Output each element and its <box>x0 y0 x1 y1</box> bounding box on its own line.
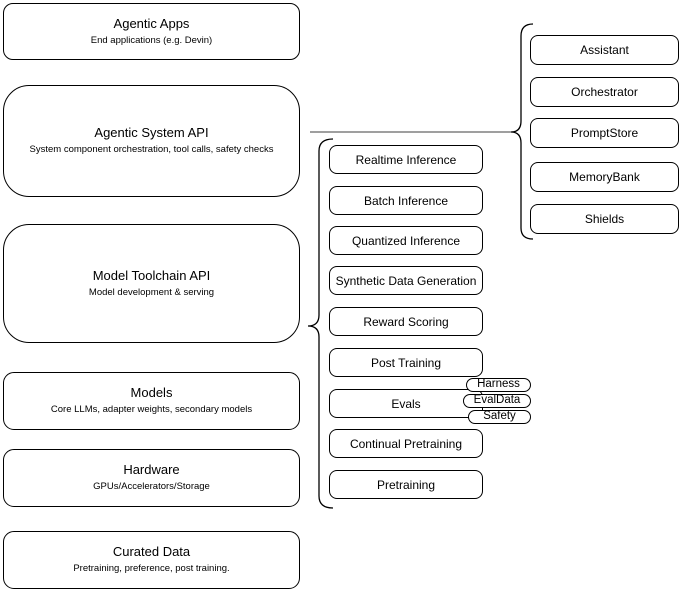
tag-label: Safety <box>483 410 516 423</box>
node-label: Orchestrator <box>571 85 638 99</box>
node-batch-inference: Batch Inference <box>329 186 483 215</box>
node-shields: Shields <box>530 204 679 234</box>
node-continual-pretraining: Continual Pretraining <box>329 429 483 458</box>
node-subtitle: GPUs/Accelerators/Storage <box>93 481 210 492</box>
node-hardware: Hardware GPUs/Accelerators/Storage <box>3 449 300 507</box>
eval-tag-evaldata: EvalData <box>463 394 531 408</box>
node-agentic-system-api: Agentic System API System component orch… <box>3 85 300 197</box>
node-assistant: Assistant <box>530 35 679 65</box>
node-promptstore: PromptStore <box>530 118 679 148</box>
node-title: Model Toolchain API <box>92 267 211 283</box>
node-label: Post Training <box>370 355 442 370</box>
node-label: Quantized Inference <box>351 233 461 248</box>
node-title: Models <box>130 385 173 401</box>
node-memorybank: MemoryBank <box>530 162 679 192</box>
node-label: PromptStore <box>570 126 639 140</box>
node-label: Pretraining <box>376 477 436 492</box>
node-label: Evals <box>391 396 421 411</box>
node-label: Shields <box>584 212 625 226</box>
node-curated-data: Curated Data Pretraining, preference, po… <box>3 531 300 589</box>
node-label: Realtime Inference <box>355 152 457 167</box>
node-post-training: Post Training <box>329 348 483 377</box>
node-reward-scoring: Reward Scoring <box>329 307 483 336</box>
node-models: Models Core LLMs, adapter weights, secon… <box>3 372 300 430</box>
node-label: Assistant <box>580 43 629 57</box>
node-title: Agentic System API <box>94 125 209 141</box>
node-subtitle: End applications (e.g. Devin) <box>90 34 213 46</box>
eval-tag-safety: Safety <box>468 410 531 424</box>
node-orchestrator: Orchestrator <box>530 77 679 107</box>
node-subtitle: Core LLMs, adapter weights, secondary mo… <box>50 404 253 415</box>
node-label: Batch Inference <box>363 193 449 208</box>
node-title: Curated Data <box>112 544 191 560</box>
node-evals: Evals <box>329 389 483 418</box>
node-label: Continual Pretraining <box>349 436 463 451</box>
node-agentic-apps: Agentic Apps End applications (e.g. Devi… <box>3 3 300 60</box>
node-subtitle: System component orchestration, tool cal… <box>29 144 274 155</box>
node-label: Reward Scoring <box>363 314 449 329</box>
node-realtime-inference: Realtime Inference <box>329 145 483 174</box>
node-subtitle: Pretraining, preference, post training. <box>73 563 230 574</box>
node-title: Agentic Apps <box>113 15 190 31</box>
node-label: MemoryBank <box>569 170 640 184</box>
node-synthetic-data-generation: Synthetic Data Generation <box>329 266 483 295</box>
node-quantized-inference: Quantized Inference <box>329 226 483 255</box>
eval-tag-harness: Harness <box>466 378 531 392</box>
tag-label: EvalData <box>473 394 521 407</box>
node-pretraining: Pretraining <box>329 470 483 499</box>
node-subtitle: Model development & serving <box>88 286 215 298</box>
node-label: Synthetic Data Generation <box>335 273 477 288</box>
node-model-toolchain-api: Model Toolchain API Model development & … <box>3 224 300 343</box>
node-title: Hardware <box>123 462 180 478</box>
tag-label: Harness <box>477 378 520 391</box>
